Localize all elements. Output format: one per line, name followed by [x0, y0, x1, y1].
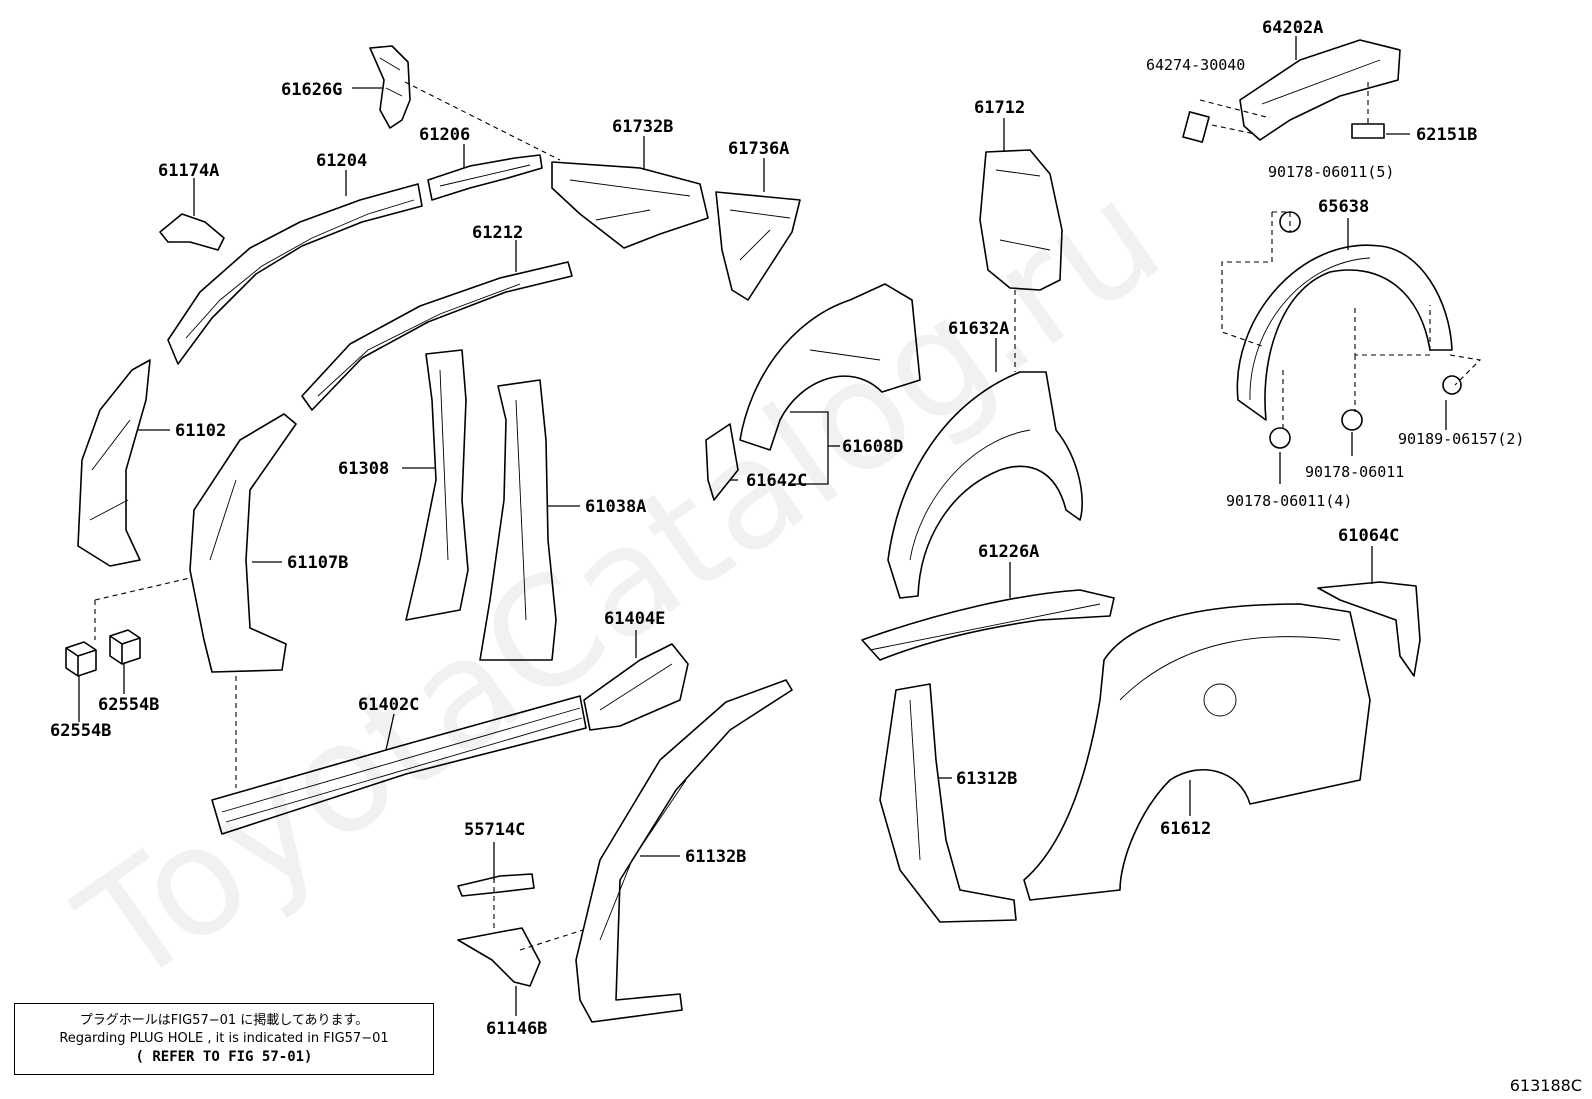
part-61632A [887, 371, 1083, 599]
clip-90178-06011-5 [1279, 211, 1301, 233]
part-61132B [575, 679, 793, 1023]
part-55714C [457, 873, 535, 897]
label-90178-06011-4: 90178-06011(4) [1226, 492, 1352, 510]
part-61212 [301, 261, 573, 411]
label-61174A: 61174A [158, 161, 219, 181]
label-65638: 65638 [1318, 197, 1369, 217]
part-61312B [879, 683, 1017, 923]
label-61736A: 61736A [728, 139, 789, 159]
part-61174A [159, 213, 225, 251]
clip-90178-06011 [1341, 409, 1363, 431]
note-english: Regarding PLUG HOLE , it is indicated in… [59, 1031, 389, 1046]
label-61732B: 61732B [612, 117, 673, 137]
part-62151B [1351, 123, 1385, 139]
part-62554B-a [65, 641, 97, 677]
part-61204 [167, 183, 423, 365]
label-61626G: 61626G [281, 80, 342, 100]
label-61312B: 61312B [956, 769, 1017, 789]
part-61206 [427, 154, 543, 201]
label-61064C: 61064C [1338, 526, 1399, 546]
clip-90189-06157 [1442, 375, 1462, 395]
label-61212: 61212 [472, 223, 523, 243]
label-61038A: 61038A [585, 497, 646, 517]
figure-code: 613188C [1509, 1076, 1582, 1095]
label-61402C: 61402C [358, 695, 419, 715]
part-61102 [77, 359, 151, 567]
part-61308 [405, 349, 469, 621]
label-61102: 61102 [175, 421, 226, 441]
label-61226A: 61226A [978, 542, 1039, 562]
label-64202A: 64202A [1262, 18, 1323, 38]
part-61226A [861, 589, 1115, 661]
plug-hole-note: プラグホールはFIG57−01 に掲載してあります。 Regarding PLU… [14, 1003, 434, 1075]
parts [65, 39, 1462, 1023]
label-90178-06011: 90178-06011 [1305, 463, 1404, 481]
label-61308: 61308 [338, 459, 389, 479]
part-labels: 61626G 61206 61204 61174A 61732B 61736A … [50, 18, 1524, 1039]
label-61107B: 61107B [287, 553, 348, 573]
part-61712 [979, 149, 1063, 291]
part-61612 [1023, 603, 1371, 901]
label-61206: 61206 [419, 125, 470, 145]
clip-90178-06011-4 [1269, 427, 1291, 449]
label-90189-06157: 90189-06157(2) [1398, 430, 1524, 448]
part-62554B-b [109, 629, 141, 665]
part-61626G [369, 45, 411, 129]
label-61146B: 61146B [486, 1019, 547, 1039]
part-61038A [479, 379, 557, 661]
label-61132B: 61132B [685, 847, 746, 867]
label-62554B-lower: 62554B [50, 721, 111, 741]
note-reference: ( REFER TO FIG 57-01) [135, 1049, 313, 1065]
assembly-dashed-lines [94, 81, 1482, 951]
label-55714C: 55714C [464, 820, 525, 840]
note-japanese: プラグホールはFIG57−01 に掲載してあります。 [79, 1013, 369, 1028]
part-61404E [583, 643, 689, 731]
part-61736A [715, 191, 801, 301]
label-61612: 61612 [1160, 819, 1211, 839]
part-64274-30040 [1182, 111, 1210, 143]
label-61404E: 61404E [604, 609, 665, 629]
part-61402C [211, 695, 587, 835]
label-61712: 61712 [974, 98, 1025, 118]
label-62554B-upper: 62554B [98, 695, 159, 715]
part-61608D [739, 283, 921, 451]
label-62151B: 62151B [1416, 125, 1477, 145]
label-61608D: 61608D [842, 437, 903, 457]
label-61642C: 61642C [746, 471, 807, 491]
part-61642C [705, 423, 739, 501]
part-61064C [1317, 581, 1421, 677]
part-61107B [189, 413, 297, 673]
label-61204: 61204 [316, 151, 367, 171]
part-61732B [551, 161, 709, 249]
part-64202A [1239, 39, 1401, 141]
label-61632A: 61632A [948, 319, 1009, 339]
part-65638 [1236, 244, 1453, 421]
part-61146B [457, 927, 541, 987]
leader-lines [78, 36, 1447, 1016]
label-64274-30040: 64274-30040 [1146, 56, 1245, 74]
label-90178-06011-5: 90178-06011(5) [1268, 163, 1394, 181]
